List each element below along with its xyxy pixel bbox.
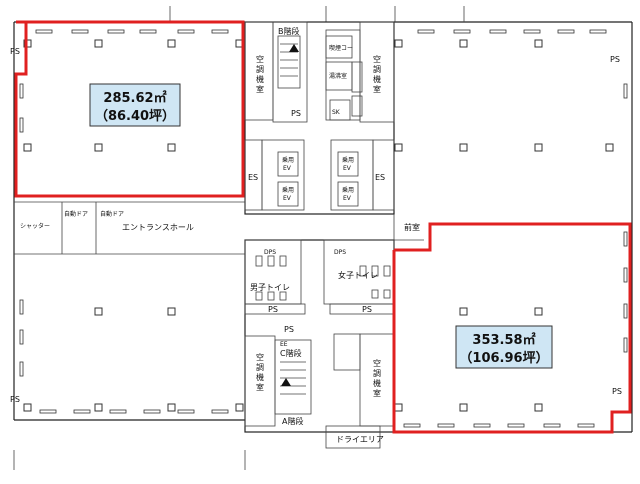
area-box-south-east: 353.58㎡ （106.96坪） xyxy=(455,325,553,369)
area-sqm: 353.58㎡ xyxy=(472,332,535,348)
room-labels: PS PS PS PS PS PS PS PS B階段 C階段 A階段 空 調 … xyxy=(10,26,622,444)
ac-room-char: 調 xyxy=(373,64,381,74)
mens-toilet-label: 男子トイレ xyxy=(250,283,290,292)
area-box-north-west: 285.62㎡ （86.40坪） xyxy=(89,83,181,127)
shutter-label: シャッター xyxy=(20,222,50,230)
ev-label: 乗用 xyxy=(282,157,294,164)
area-sqm: 285.62㎡ xyxy=(103,90,166,106)
ac-room-char: 空 xyxy=(256,352,264,362)
ac-room-char: 空 xyxy=(373,54,381,64)
ac-room-char: 室 xyxy=(256,84,264,94)
entrance-hall-label: エントランスホール xyxy=(122,223,194,232)
ps-label: PS xyxy=(284,325,294,334)
ac-room-char: 室 xyxy=(373,388,381,398)
ev-label: EV xyxy=(343,195,352,202)
stair-b-label: B階段 xyxy=(278,26,300,36)
dry-area-label: ドライエリア xyxy=(336,435,384,444)
ev-label: EV xyxy=(283,195,292,202)
ac-room-char: 調 xyxy=(373,368,381,378)
stair-c-label: C階段 xyxy=(280,348,302,358)
stair-a-label: A階段 xyxy=(282,416,303,426)
ac-room-char: 機 xyxy=(256,372,264,382)
vestibule-label: 前室 xyxy=(404,222,420,232)
auto-door-label: 自動ドア xyxy=(100,210,124,218)
ev-label: 乗用 xyxy=(342,187,354,194)
area-tsubo: （106.96坪） xyxy=(459,350,548,366)
ps-label: PS xyxy=(10,47,20,56)
windows-bottom xyxy=(39,409,595,428)
auto-door-label: 自動ドア xyxy=(64,210,88,218)
windows-sides xyxy=(19,83,628,377)
entrance-corridor xyxy=(14,201,424,255)
ac-room-char: 空 xyxy=(373,358,381,368)
building-outline xyxy=(13,6,633,470)
ps-label: PS xyxy=(610,55,620,64)
area-tsubo: （86.40坪） xyxy=(95,108,175,124)
highlight-south-east xyxy=(392,222,632,434)
ac-room-char: 調 xyxy=(256,64,264,74)
ev-label: EV xyxy=(283,165,292,172)
ac-room-char: 機 xyxy=(373,74,381,84)
ps-label: PS xyxy=(612,387,622,396)
ac-room-char: 室 xyxy=(373,84,381,94)
ac-room-char: 機 xyxy=(256,74,264,84)
smoking-room-label: 喫煙コー xyxy=(329,44,353,52)
ev-label: 乗用 xyxy=(282,187,294,194)
ps-label: PS xyxy=(268,305,278,314)
womens-toilet-label: 女子トイレ xyxy=(338,270,378,280)
es-label: ES xyxy=(375,173,385,182)
windows-top xyxy=(35,29,607,34)
dps-label: DPS xyxy=(334,249,346,256)
es-label: ES xyxy=(248,173,258,182)
ac-room-char: 室 xyxy=(256,382,264,392)
ac-room-char: 機 xyxy=(373,378,381,388)
ps-label: PS xyxy=(362,305,372,314)
central-core xyxy=(244,21,395,215)
ac-room-char: 空 xyxy=(256,54,264,64)
ac-room-char: 調 xyxy=(256,362,264,372)
dps-label: DPS xyxy=(264,249,276,256)
sk-label: SK xyxy=(332,109,341,116)
ps-label: PS xyxy=(291,109,301,118)
ee-label: EE xyxy=(280,341,288,348)
highlight-north-west xyxy=(14,20,245,198)
kitchenette-label: 湯沸室 xyxy=(329,72,347,80)
ps-label: PS xyxy=(10,395,20,404)
ev-label: EV xyxy=(343,165,352,172)
ev-label: 乗用 xyxy=(342,157,354,164)
